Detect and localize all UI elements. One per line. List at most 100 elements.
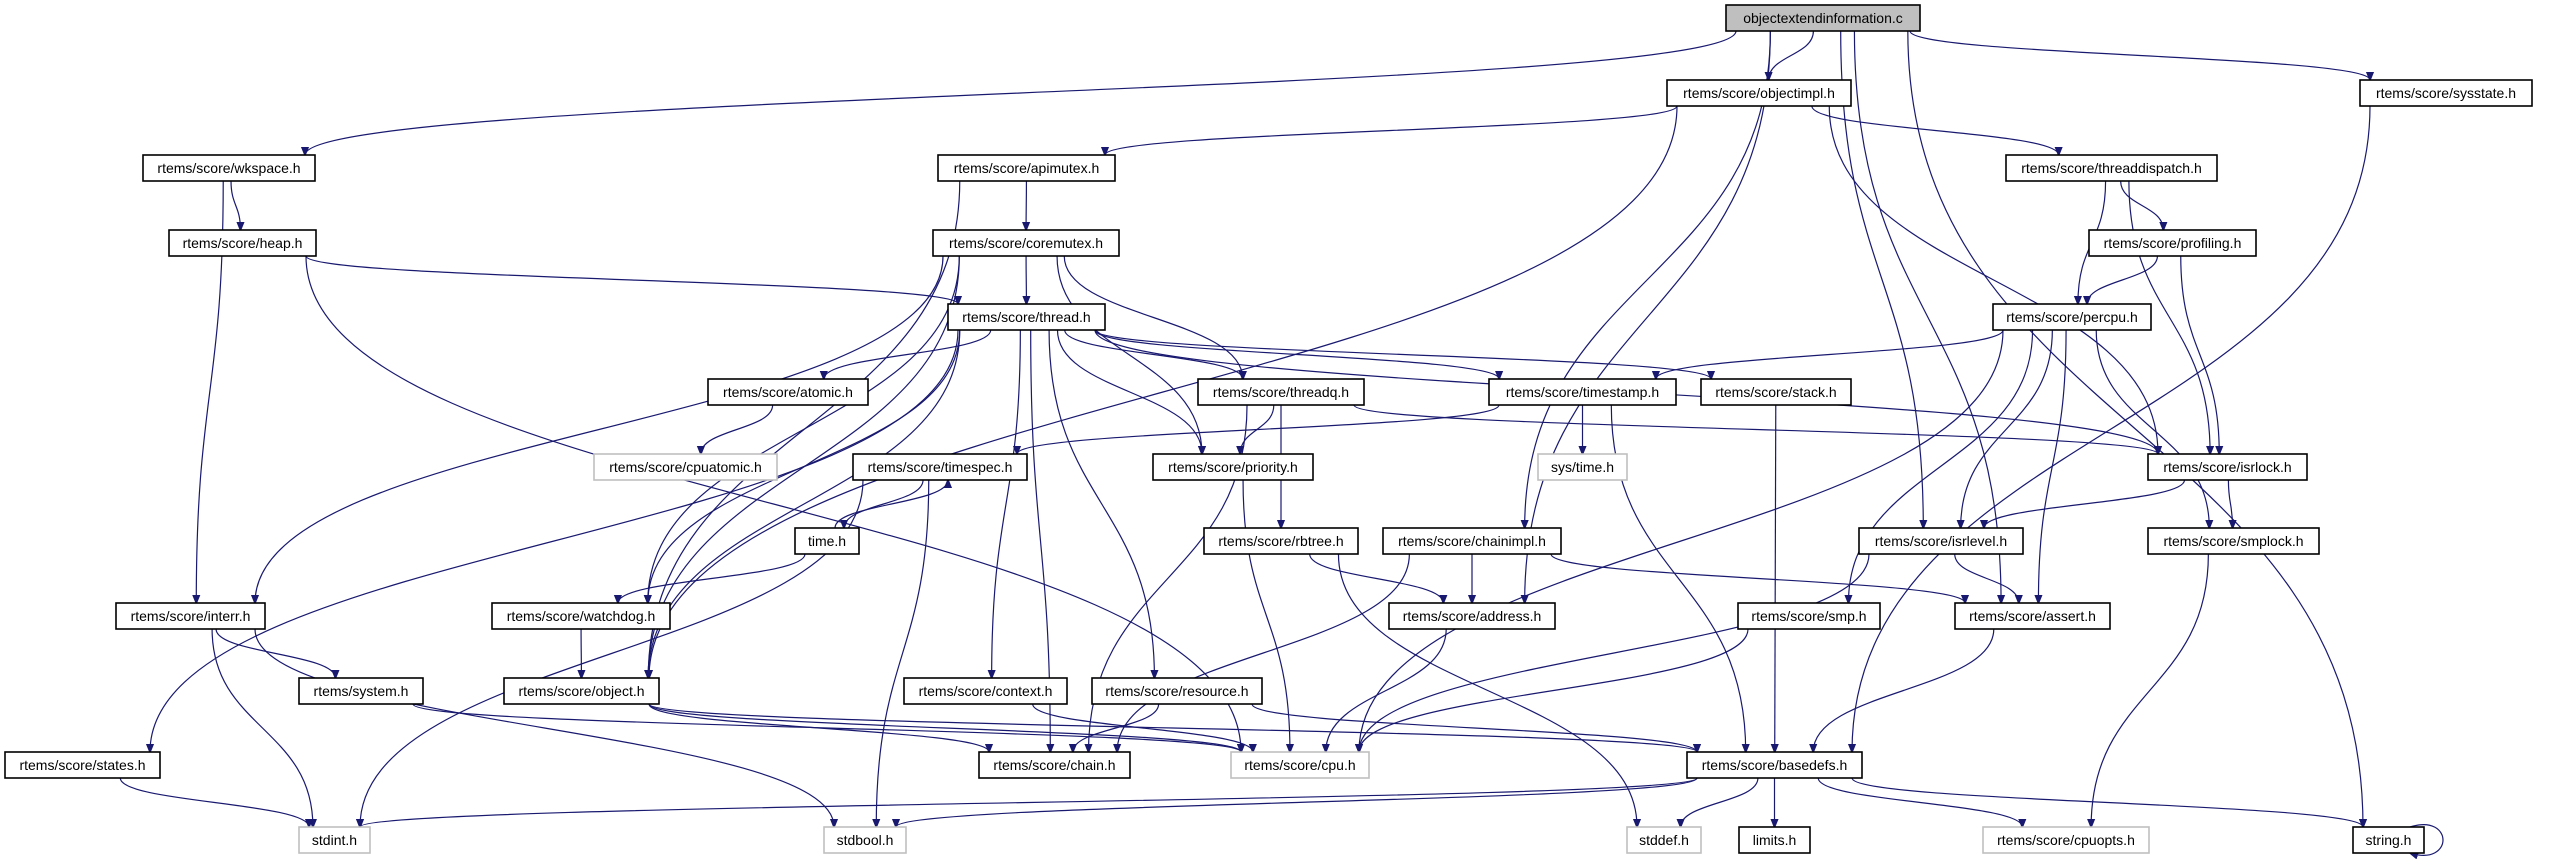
edge-profiling-to-isrlock	[2180, 255, 2220, 454]
edge-timespec-to-stdint	[360, 479, 864, 827]
edge-coremutex-to-priority	[1056, 255, 1202, 454]
node-heap[interactable]: rtems/score/heap.h	[168, 229, 317, 257]
edge-line	[1064, 329, 1243, 379]
edge-line	[1681, 777, 1759, 827]
node-apimutex[interactable]: rtems/score/apimutex.h	[937, 154, 1116, 182]
node-box	[1982, 826, 2150, 854]
node-cpuopts[interactable]: rtems/score/cpuopts.h	[1982, 826, 2150, 854]
edge-timespec-to-timeh	[844, 479, 924, 528]
node-stddef[interactable]: stddef.h	[1626, 826, 1702, 854]
edge-thread-to-atomic	[824, 329, 992, 379]
node-label: rtems/score/smp.h	[1751, 608, 1866, 624]
edge-line	[844, 479, 924, 528]
node-cpu[interactable]: rtems/score/cpu.h	[1230, 751, 1370, 779]
node-basedefs[interactable]: rtems/score/basedefs.h	[1686, 751, 1863, 779]
node-object[interactable]: rtems/score/object.h	[503, 677, 660, 705]
edge-line	[1056, 255, 1202, 454]
edge-line	[648, 255, 960, 603]
edge-object-to-basedefs	[648, 703, 1697, 752]
node-box	[1197, 378, 1365, 406]
node-address[interactable]: rtems/score/address.h	[1388, 602, 1556, 630]
node-box	[142, 154, 316, 182]
edge-timespec-to-stdbool	[876, 479, 930, 827]
edge-assert-to-basedefs	[1813, 628, 1995, 752]
node-box	[903, 677, 1068, 705]
nodes: objectextendinformation.c rtems/score/obj…	[4, 4, 2533, 854]
edge-line	[2120, 180, 2164, 230]
node-box	[1737, 602, 1881, 630]
edge-line	[2095, 329, 2209, 528]
node-label: rtems/score/basedefs.h	[1702, 757, 1848, 773]
node-root[interactable]: objectextendinformation.c	[1725, 4, 1921, 32]
node-isrlock[interactable]: rtems/score/isrlock.h	[2147, 453, 2308, 481]
node-states[interactable]: rtems/score/states.h	[4, 751, 161, 779]
node-timestamp[interactable]: rtems/score/timestamp.h	[1488, 378, 1677, 406]
edge-line	[1848, 329, 2034, 603]
edge-line	[305, 255, 1241, 752]
node-threadq[interactable]: rtems/score/threadq.h	[1197, 378, 1365, 406]
node-isrlevel[interactable]: rtems/score/isrlevel.h	[1858, 527, 2024, 555]
node-box	[503, 677, 660, 705]
edge-string-to-string	[2410, 824, 2444, 856]
node-stack[interactable]: rtems/score/stack.h	[1700, 378, 1852, 406]
edge-line	[1851, 777, 2363, 827]
node-watchdog[interactable]: rtems/score/watchdog.h	[491, 602, 671, 630]
node-atomic[interactable]: rtems/score/atomic.h	[707, 378, 869, 406]
edge-percpu-to-smplock	[2095, 329, 2209, 528]
node-interr[interactable]: rtems/score/interr.h	[115, 602, 266, 630]
node-threaddispatch[interactable]: rtems/score/threaddispatch.h	[2005, 154, 2218, 182]
edge-timestamp-to-basedefs	[1610, 404, 1745, 752]
node-coremutex[interactable]: rtems/score/coremutex.h	[932, 229, 1120, 257]
edge-root-to-chainimpl	[1525, 30, 1771, 528]
edge-object-to-chain	[648, 703, 989, 752]
node-box	[593, 453, 778, 481]
node-wkspace[interactable]: rtems/score/wkspace.h	[142, 154, 316, 182]
node-assert[interactable]: rtems/score/assert.h	[1954, 602, 2111, 630]
node-resource[interactable]: rtems/score/resource.h	[1091, 677, 1263, 705]
edge-isrlevel-to-assert	[1954, 553, 2019, 603]
edge-line	[1775, 404, 1776, 752]
edge-line	[2180, 255, 2220, 454]
edge-line	[1359, 329, 2004, 752]
node-smp[interactable]: rtems/score/smp.h	[1737, 602, 1881, 630]
node-stdint[interactable]: stdint.h	[298, 826, 371, 854]
node-context[interactable]: rtems/score/context.h	[903, 677, 1068, 705]
node-chain[interactable]: rtems/score/chain.h	[978, 751, 1131, 779]
edge-line	[1048, 329, 1154, 678]
edge-root-to-sysstate	[1909, 30, 2370, 80]
edge-basedefs-to-string	[1851, 777, 2363, 827]
edge-thread-to-priority	[1056, 329, 1202, 454]
node-cpuatomic[interactable]: rtems/score/cpuatomic.h	[593, 453, 778, 481]
node-stdbool[interactable]: stdbool.h	[823, 826, 907, 854]
node-systime[interactable]: sys/time.h	[1537, 453, 1628, 481]
edge-percpu-to-smp	[1848, 329, 2034, 603]
node-sysstate[interactable]: rtems/score/sysstate.h	[2359, 79, 2533, 107]
edge-line	[1769, 30, 1814, 80]
node-rbtree[interactable]: rtems/score/rbtree.h	[1203, 527, 1359, 555]
node-profiling[interactable]: rtems/score/profiling.h	[2088, 229, 2257, 257]
node-label: rtems/score/thread.h	[962, 309, 1090, 325]
node-system[interactable]: rtems/system.h	[298, 677, 424, 705]
edge-line	[215, 628, 335, 678]
node-box	[978, 751, 1131, 779]
node-thread[interactable]: rtems/score/thread.h	[947, 303, 1106, 331]
node-timeh[interactable]: time.h	[794, 527, 860, 555]
node-string[interactable]: string.h	[2352, 826, 2425, 854]
node-objectimpl[interactable]: rtems/score/objectimpl.h	[1666, 79, 1852, 107]
edge-stack-to-basedefs	[1775, 404, 1776, 752]
edge-interr-to-stdint	[211, 628, 313, 827]
edge-objectimpl-to-apimutex	[1105, 105, 1678, 155]
node-percpu[interactable]: rtems/score/percpu.h	[1992, 303, 2152, 331]
node-box	[1388, 602, 1556, 630]
node-box	[2352, 826, 2425, 854]
node-label: rtems/score/sysstate.h	[2376, 85, 2516, 101]
node-label: rtems/score/interr.h	[131, 608, 251, 624]
node-chainimpl[interactable]: rtems/score/chainimpl.h	[1382, 527, 1562, 555]
node-smplock[interactable]: rtems/score/smplock.h	[2147, 527, 2320, 555]
edge-coremutex-to-threadq	[1063, 255, 1243, 379]
node-timespec[interactable]: rtems/score/timespec.h	[852, 453, 1028, 481]
node-box	[298, 677, 424, 705]
node-limits[interactable]: limits.h	[1738, 826, 1811, 854]
node-priority[interactable]: rtems/score/priority.h	[1152, 453, 1314, 481]
